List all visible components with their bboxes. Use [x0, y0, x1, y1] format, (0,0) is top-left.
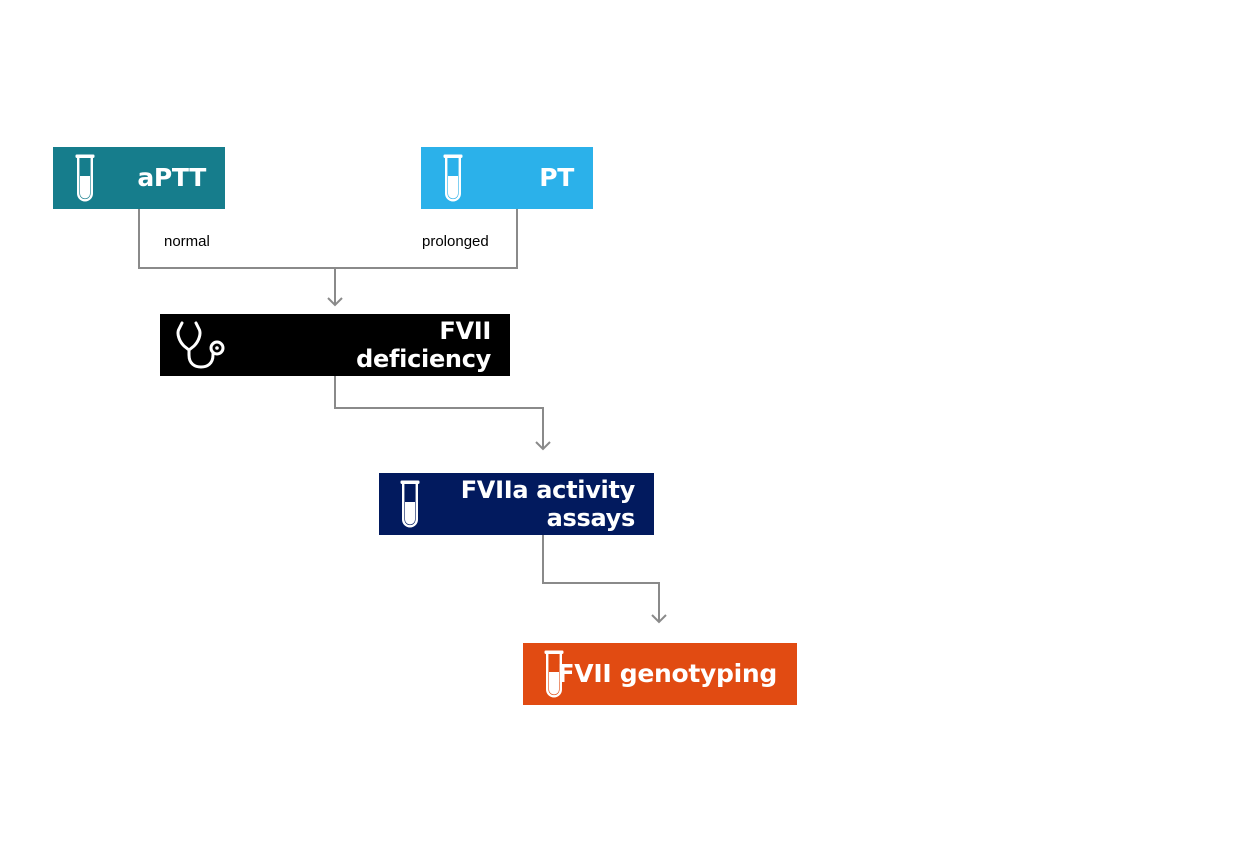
fvii-genotyping-node: FVII genotyping [523, 643, 797, 705]
fvii-deficiency-node: FVII deficiency [160, 314, 510, 376]
connector-aptt-to-deficiency [138, 209, 336, 305]
fviia-assays-label: FVIIa activity assays [460, 476, 636, 532]
stethoscope-icon [176, 321, 225, 369]
arrowhead-assays [535, 441, 551, 451]
test-tube-icon [443, 154, 463, 202]
arrowhead-genotyping [651, 614, 667, 624]
fvii-genotyping-label: FVII genotyping [557, 659, 778, 688]
fvii-deficiency-label: FVII deficiency [356, 317, 491, 373]
fviia-assays-line1: FVIIa activity [460, 476, 636, 504]
fvii-deficiency-line2: deficiency [356, 345, 491, 373]
fviia-assays-node: FVIIa activity assays [379, 473, 654, 535]
arrowhead-deficiency [327, 297, 343, 307]
fvii-deficiency-line1: FVII [439, 317, 491, 345]
connector-assays-to-genotyping [542, 535, 660, 622]
edge-label-prolonged: prolonged [422, 233, 489, 250]
aptt-label: aPTT [137, 163, 206, 192]
pt-node: PT [421, 147, 593, 209]
connector-pt-to-deficiency [335, 209, 518, 269]
test-tube-icon [75, 154, 95, 202]
pt-label: PT [539, 163, 574, 192]
aptt-node: aPTT [53, 147, 225, 209]
fviia-assays-line2: assays [546, 504, 636, 532]
test-tube-icon [544, 650, 564, 698]
edge-label-normal: normal [164, 233, 210, 250]
test-tube-icon [400, 480, 420, 528]
connector-deficiency-to-assays [334, 376, 544, 449]
